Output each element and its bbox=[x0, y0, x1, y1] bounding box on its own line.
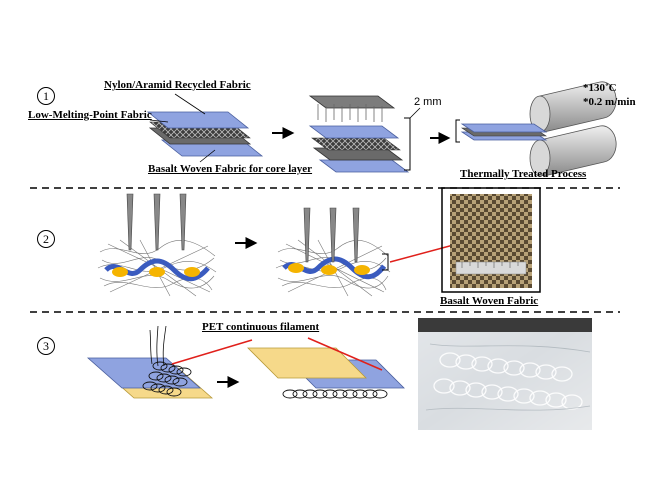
step-number-1: 1 bbox=[37, 87, 55, 105]
row1-treated-stack bbox=[460, 123, 548, 141]
nylon-aramid-label: Nylon/Aramid Recycled Fabric bbox=[104, 79, 251, 91]
ruler-icon bbox=[455, 261, 527, 275]
bracket-icon bbox=[404, 117, 411, 171]
temperature-label: *130˚C bbox=[583, 82, 617, 94]
pet-filament-photo bbox=[418, 318, 592, 430]
indicator-line bbox=[171, 339, 253, 365]
thickness-label: 2 mm bbox=[414, 96, 442, 108]
basalt-photo-frame bbox=[441, 187, 541, 293]
row1-needled-stack bbox=[308, 125, 410, 173]
leader-line bbox=[174, 93, 206, 115]
indicator-line bbox=[307, 337, 383, 371]
bracket-icon bbox=[455, 119, 460, 143]
step-number-3: 3 bbox=[37, 337, 55, 355]
speed-label: *0.2 m/min bbox=[583, 96, 636, 108]
row2-web-before bbox=[97, 239, 217, 297]
needle-board bbox=[308, 95, 396, 122]
row2-web-after bbox=[275, 239, 391, 297]
row1-layer-stack bbox=[146, 111, 264, 157]
step-number-2: 2 bbox=[37, 230, 55, 248]
row3-bonded-layers bbox=[247, 347, 405, 399]
row3-pet-layers bbox=[86, 325, 214, 399]
thermal-process-label: Thermally Treated Process bbox=[460, 168, 587, 180]
low-melting-label: Low-Melting-Point Fabric bbox=[28, 109, 152, 121]
needle-icon bbox=[126, 193, 187, 251]
leader-line bbox=[149, 119, 169, 123]
basalt-core-label: Basalt Woven Fabric for core layer bbox=[148, 163, 313, 175]
roller-icon bbox=[529, 81, 617, 177]
bracket-icon bbox=[382, 253, 389, 271]
pet-filament-label: PET continuous filament bbox=[202, 321, 320, 333]
basalt-woven-label: Basalt Woven Fabric bbox=[440, 295, 539, 307]
leader-line bbox=[199, 149, 216, 163]
needle-icon bbox=[303, 207, 360, 263]
thickness-leader bbox=[409, 107, 421, 119]
